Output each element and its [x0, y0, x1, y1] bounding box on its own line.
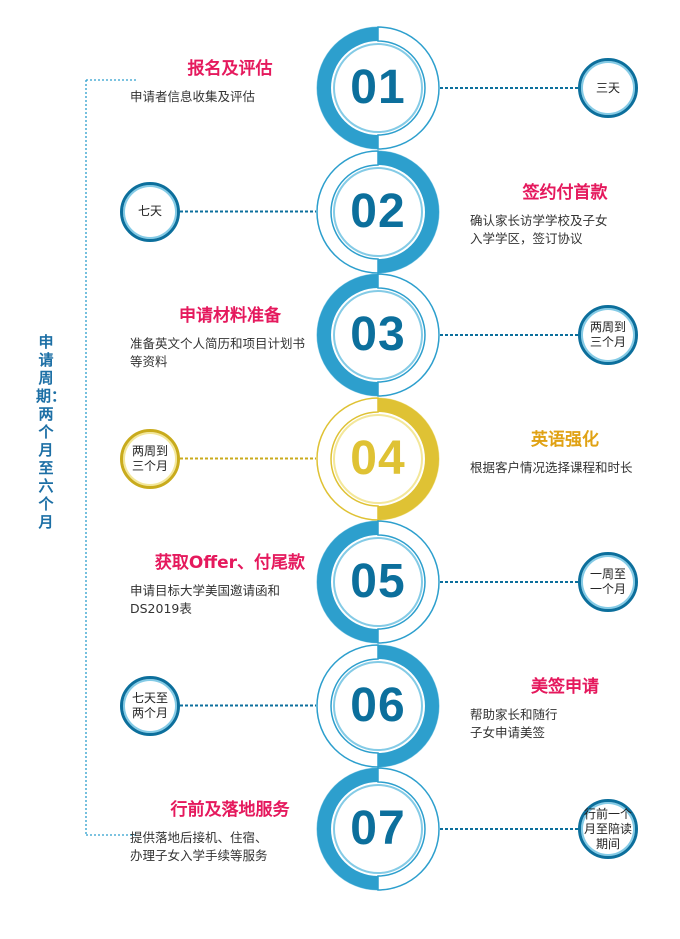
step-title: 签约付首款 [522, 182, 608, 203]
duration-text: 一周至 一个月 [589, 567, 626, 596]
duration-text: 七天至 两个月 [131, 690, 168, 720]
step-circle: 05 [316, 520, 440, 644]
duration-badge: 行前一个 月至陪读 期间 [578, 799, 638, 859]
step-circle: 04 [316, 396, 440, 521]
period-label: 申请周期：两个月至六个月 [36, 333, 67, 531]
duration-badge: 一周至 一个月 [578, 552, 638, 612]
step-description: 根据客户情况选择课程和时长 [470, 459, 660, 477]
duration-text: 三天 [595, 80, 620, 95]
step-description-line: 根据客户情况选择课程和时长 [470, 459, 633, 475]
step-description-line: 入学学区，签订协议 [470, 230, 583, 246]
duration-text: 两周到 三个月 [589, 320, 626, 349]
step-description-line: 准备英文个人简历和项目计划书 [130, 336, 306, 351]
duration-text: 行前一个 月至陪读 期间 [583, 806, 632, 851]
step-number: 01 [350, 61, 406, 114]
step-circle: 01 [316, 26, 440, 150]
step-text-block: 行前及落地服务提供落地后接机、住宿、办理子女入学手续等服务 [130, 799, 330, 865]
step-title: 英语强化 [531, 429, 599, 450]
step-title: 行前及落地服务 [170, 800, 290, 820]
step-circle-ring [316, 396, 440, 521]
step-description-line: 帮助家长和随行 [470, 706, 558, 722]
step-description-line: 申请者信息收集及评估 [130, 89, 256, 104]
duration-text: 七天 [137, 204, 162, 218]
step-description: 准备英文个人简历和项目计划书等资料 [130, 335, 330, 371]
duration-badge: 两周到 三个月 [120, 428, 180, 489]
step-circle: 03 [316, 273, 440, 397]
step-circle-ring [316, 767, 440, 891]
step-description-line: 子女申请美签 [470, 724, 546, 740]
step-number: 05 [350, 555, 406, 608]
duration-badge: 七天 [120, 181, 180, 242]
step-description-line: 确认家长访学学校及子女 [470, 212, 608, 228]
step-circle-ring [316, 149, 440, 274]
step-text-block: 获取Offer、付尾款申请目标大学美国邀请函和 DS2019表 [130, 552, 330, 618]
step-text-block: 申请材料准备准备英文个人简历和项目计划书等资料 [130, 305, 330, 371]
step-text-block: 签约付首款确认家长访学学校及子女入学学区，签订协议 [470, 182, 660, 248]
step-description: 提供落地后接机、住宿、办理子女入学手续等服务 [130, 829, 330, 865]
step-text-block: 美签申请帮助家长和随行子女申请美签 [470, 676, 660, 742]
step-number: 02 [350, 184, 406, 238]
step-title: 报名及评估 [187, 59, 273, 79]
duration-badge: 七天至 两个月 [120, 675, 180, 736]
step-circle: 02 [316, 149, 440, 274]
step-text-block: 英语强化根据客户情况选择课程和时长 [470, 429, 660, 477]
step-description: 帮助家长和随行子女申请美签 [470, 706, 660, 742]
step-description: 确认家长访学学校及子女入学学区，签订协议 [470, 212, 660, 248]
step-title: 申请材料准备 [179, 306, 281, 326]
step-circle-ring [316, 520, 440, 644]
step-description-line: 等资料 [130, 354, 168, 369]
step-circle-ring [316, 26, 440, 150]
duration-badge: 两周到 三个月 [578, 305, 638, 365]
step-description-line: 办理子女入学手续等服务 [130, 848, 268, 863]
step-title: 获取Offer、付尾款 [154, 553, 306, 573]
duration-badge: 三天 [578, 58, 638, 118]
step-circle: 07 [316, 767, 440, 891]
step-circle: 06 [316, 643, 440, 768]
step-text-block: 报名及评估申请者信息收集及评估 [130, 58, 330, 106]
step-description: 申请目标大学美国邀请函和 DS2019表 [130, 582, 330, 618]
step-title: 美签申请 [531, 676, 599, 697]
step-number: 04 [350, 431, 406, 485]
step-description-line: 申请目标大学美国邀请函和 [130, 583, 281, 598]
step-description: 申请者信息收集及评估 [130, 88, 330, 106]
step-number: 06 [350, 678, 406, 732]
step-circle-ring [316, 643, 440, 768]
step-description-line: DS2019表 [130, 601, 192, 616]
step-description-line: 提供落地后接机、住宿、 [130, 830, 268, 845]
duration-text: 两周到 三个月 [131, 443, 168, 473]
step-circle-ring [316, 273, 440, 397]
step-number: 03 [350, 308, 406, 361]
step-number: 07 [350, 802, 406, 855]
